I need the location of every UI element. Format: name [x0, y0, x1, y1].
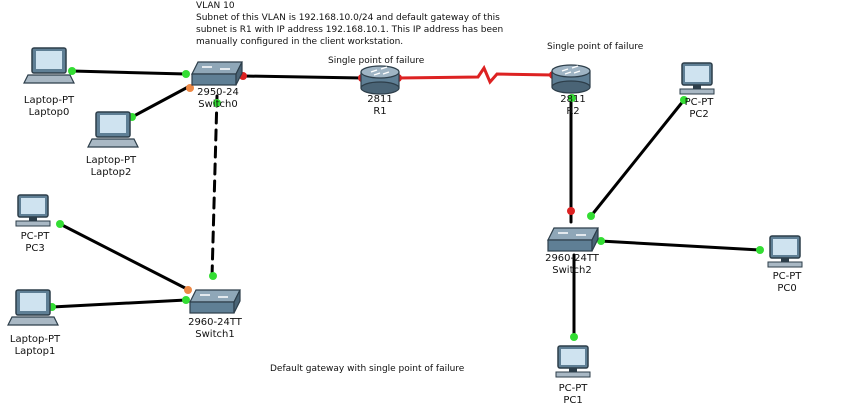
link-r1-r2-serial[interactable]: [396, 64, 555, 85]
device-name: PC3: [25, 243, 45, 254]
device-name: Switch2: [552, 265, 592, 276]
router-icon[interactable]: [360, 65, 400, 95]
device-label-pc3: PC-PT PC3: [10, 231, 60, 255]
device-type: PC-PT: [772, 271, 802, 282]
device-type: PC-PT: [558, 383, 588, 394]
device-type: 2811: [367, 94, 393, 105]
link-switch0-switch1[interactable]: [210, 94, 219, 279]
pc-icon[interactable]: [767, 235, 803, 268]
device-type: 2960-24TT: [545, 253, 599, 264]
pc-icon[interactable]: [555, 345, 591, 378]
router-icon[interactable]: [551, 64, 591, 94]
device-label-switch2: 2960-24TT Switch2: [536, 253, 608, 277]
device-label-laptop1: Laptop-PT Laptop1: [0, 334, 70, 358]
vlan-note-line: Subnet of this VLAN is 192.168.10.0/24 a…: [196, 13, 500, 23]
port-light-up: [568, 94, 576, 102]
laptop-icon[interactable]: [23, 47, 75, 84]
device-type: 2960-24TT: [188, 317, 242, 328]
link-laptop2-switch0[interactable]: [130, 85, 190, 119]
device-type: PC-PT: [20, 231, 50, 242]
laptop-icon[interactable]: [87, 111, 139, 148]
device-label-pc0: PC-PT PC0: [762, 271, 812, 295]
device-name: Laptop1: [14, 346, 56, 357]
device-name: R2: [566, 106, 580, 117]
device-label-laptop2: Laptop-PT Laptop2: [74, 155, 148, 179]
link-switch2-pc0[interactable]: [598, 239, 762, 252]
vlan-note: VLAN 10 Subnet of this VLAN is 192.168.1…: [196, 0, 503, 48]
vlan-note-line: manually configured in the client workst…: [196, 37, 404, 47]
device-type: 2950-24: [197, 87, 239, 98]
port-light-up: [182, 296, 190, 304]
device-label-pc1: PC-PT PC1: [548, 383, 598, 407]
port-light-blocking: [186, 84, 194, 92]
device-name: Laptop2: [90, 167, 132, 178]
device-type: Laptop-PT: [85, 155, 137, 166]
device-label-r2: 2811 R2: [553, 94, 593, 118]
switch-icon[interactable]: [547, 227, 599, 252]
switch-icon[interactable]: [191, 61, 243, 86]
port-light-up: [182, 70, 190, 78]
port-light-up: [597, 237, 605, 245]
device-type: 2811: [560, 94, 586, 105]
device-label-switch0: 2950-24 Switch0: [186, 87, 250, 111]
link-laptop1-switch1[interactable]: [50, 298, 188, 309]
device-type: PC-PT: [684, 97, 714, 108]
device-name: PC0: [777, 283, 797, 294]
vlan-note-line: VLAN 10: [196, 1, 235, 11]
diagram-caption: Default gateway with single point of fai…: [270, 364, 465, 374]
spof-annotation-r2: Single point of failure: [547, 42, 644, 52]
device-name: Switch0: [198, 99, 238, 110]
port-light-blocking: [184, 286, 192, 294]
port-light-up: [56, 220, 64, 228]
link-laptop0-switch0[interactable]: [70, 69, 188, 76]
device-type: Laptop-PT: [9, 334, 61, 345]
port-light-up: [209, 272, 217, 280]
port-light-up: [213, 99, 221, 107]
port-light-up: [756, 246, 764, 254]
port-lights: [48, 67, 764, 341]
pc-icon[interactable]: [679, 62, 715, 95]
links: [50, 64, 762, 339]
device-label-laptop0: Laptop-PT Laptop0: [12, 95, 86, 119]
device-label-pc2: PC-PT PC2: [674, 97, 724, 121]
device-label-r1: 2811 R1: [360, 94, 400, 118]
device-name: PC2: [689, 109, 709, 120]
laptop-icon[interactable]: [7, 289, 59, 326]
device-type: Laptop-PT: [23, 95, 75, 106]
device-name: Laptop0: [28, 107, 70, 118]
pc-icon[interactable]: [15, 194, 51, 227]
vlan-note-line: subnet is R1 with IP address 192.168.10.…: [196, 25, 504, 35]
port-light-down: [567, 207, 575, 215]
link-pc3-switch1[interactable]: [58, 222, 189, 291]
device-label-switch1: 2960-24TT Switch1: [180, 317, 250, 341]
port-light-up: [680, 96, 688, 104]
device-name: PC1: [563, 395, 583, 406]
device-name: R1: [373, 106, 387, 117]
port-light-up: [587, 212, 595, 220]
port-light-up: [570, 333, 578, 341]
switch-icon[interactable]: [189, 289, 241, 314]
port-light-up: [68, 67, 76, 75]
link-pc2-switch2[interactable]: [589, 98, 686, 218]
spof-annotation-r1: Single point of failure: [328, 56, 425, 66]
device-name: Switch1: [195, 329, 235, 340]
link-switch0-r1[interactable]: [241, 74, 364, 80]
